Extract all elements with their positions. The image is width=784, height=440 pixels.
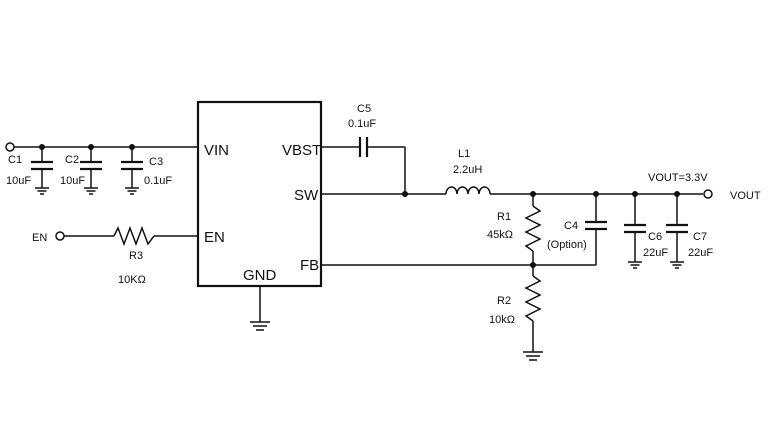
inductor-l1 bbox=[445, 186, 491, 195]
r1-value: 45kΩ bbox=[487, 229, 513, 241]
capacitor-c1 bbox=[31, 147, 53, 195]
c1-ref: C1 bbox=[8, 154, 22, 166]
c2-value: 10uF bbox=[60, 175, 85, 187]
pin-fb-label: FB bbox=[300, 257, 319, 274]
capacitor-c3 bbox=[121, 147, 143, 195]
ic-ground bbox=[250, 286, 270, 331]
vout-value: VOUT=3.3V bbox=[648, 172, 708, 184]
capacitor-c2 bbox=[80, 147, 102, 195]
pin-en-label: EN bbox=[204, 229, 225, 246]
capacitor-c6 bbox=[624, 194, 646, 269]
capacitor-c4 bbox=[585, 194, 607, 265]
capacitor-c7 bbox=[666, 194, 688, 269]
en-net-label: EN bbox=[32, 232, 47, 244]
capacitor-c5 bbox=[321, 137, 406, 194]
resistor-r3 bbox=[64, 225, 198, 247]
l1-value: 2.2uH bbox=[453, 164, 482, 176]
c5-value: 0.1uF bbox=[348, 118, 376, 130]
r1-ref: R1 bbox=[497, 211, 511, 223]
vout-label: VOUT bbox=[730, 190, 761, 202]
r3-value: 10KΩ bbox=[118, 274, 146, 286]
c4-ref: C4 bbox=[564, 220, 578, 232]
c6-value: 22uF bbox=[643, 247, 668, 259]
c5-ref: C5 bbox=[357, 103, 371, 115]
resistor-r1 bbox=[524, 194, 542, 265]
vin-terminal bbox=[5, 142, 15, 152]
c1-value: 10uF bbox=[6, 175, 31, 187]
c6-ref: C6 bbox=[648, 231, 662, 243]
vout-terminal bbox=[703, 189, 713, 199]
c3-ref: C3 bbox=[149, 156, 163, 168]
pin-sw-label: SW bbox=[294, 187, 319, 204]
c7-ref: C7 bbox=[693, 231, 707, 243]
r2-ref: R2 bbox=[497, 295, 511, 307]
c7-value: 22uF bbox=[688, 247, 713, 259]
junction-dot bbox=[402, 191, 408, 197]
en-terminal bbox=[55, 231, 65, 241]
r3-ref: R3 bbox=[129, 250, 143, 262]
l1-ref: L1 bbox=[458, 148, 470, 160]
c3-value: 0.1uF bbox=[144, 175, 172, 187]
pin-vbst-label: VBST bbox=[282, 142, 321, 159]
pin-gnd-label: GND bbox=[243, 267, 277, 284]
c4-value: (Option) bbox=[547, 239, 587, 251]
c2-ref: C2 bbox=[65, 154, 79, 166]
resistor-r2 bbox=[523, 265, 543, 361]
r2-value: 10kΩ bbox=[489, 314, 515, 326]
pin-vin-label: VIN bbox=[204, 142, 229, 159]
